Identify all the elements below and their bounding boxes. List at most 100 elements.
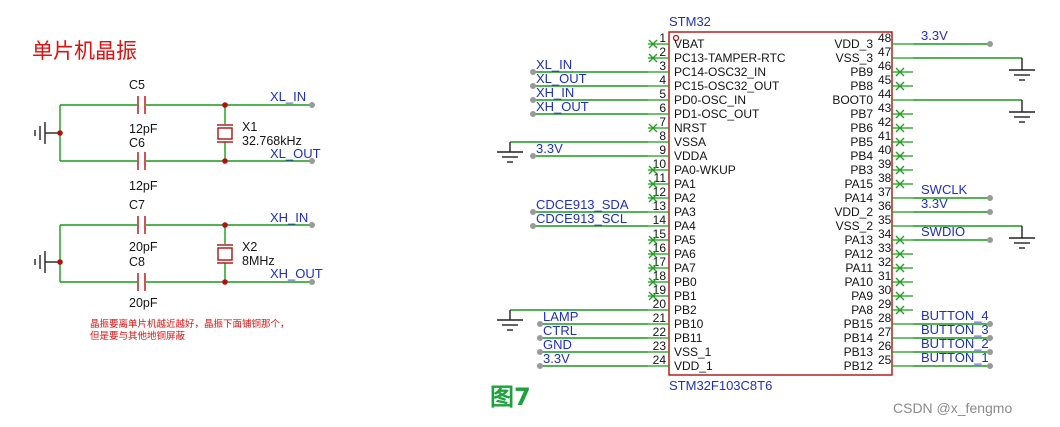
- net-chip-xh-in: XH_IN: [536, 85, 574, 100]
- pin-number: 3: [659, 59, 666, 73]
- c7-ref: C7: [129, 198, 145, 212]
- schematic-title: 单片机晶振: [32, 39, 137, 63]
- pin-name: PA13: [845, 233, 874, 247]
- chip-ref: STM32: [669, 14, 711, 29]
- net-label-xh-out: XH_OUT: [270, 266, 323, 281]
- pin-number: 41: [878, 129, 892, 143]
- chip-pin-left-7: 7 NRST: [648, 115, 707, 135]
- chip-pin-right-43: 43 PB7: [850, 101, 913, 121]
- pin-name: PB1: [674, 289, 697, 303]
- pin-name: PA5: [674, 233, 696, 247]
- figure-label: 图7: [490, 383, 531, 411]
- pin-name: NRST: [674, 121, 707, 135]
- net-chip-ctrl: CTRL: [543, 323, 577, 338]
- net-chip-button-2: BUTTON_2: [921, 336, 989, 351]
- c5-ref: C5: [129, 78, 145, 92]
- chip-body: [668, 31, 893, 376]
- pin-name: PB3: [850, 163, 873, 177]
- x1-ref: X1: [242, 120, 257, 134]
- pin-number: 28: [878, 311, 892, 325]
- pin-name: PA6: [674, 247, 696, 261]
- chip-pin-right-32: 32 PA11: [845, 255, 913, 275]
- net-chip-xl-out: XL_OUT: [536, 71, 587, 86]
- pin-name: PA15: [845, 177, 874, 191]
- oscillator-8m: C7 20pF C8 20pF X2 8MHz XH_IN XH_OUT: [34, 198, 323, 310]
- net-chip-scl: CDCE913_SCL: [536, 211, 627, 226]
- c8-ref: C8: [129, 255, 145, 269]
- chip-pin-right-29: 29 PA8: [851, 297, 913, 317]
- pin-number: 14: [653, 213, 667, 227]
- pin-number: 23: [653, 339, 667, 353]
- pin-number: 44: [878, 87, 892, 101]
- pin-name: PB9: [850, 65, 873, 79]
- net-chip-vdda: 3.3V: [536, 141, 563, 156]
- pin-number: 33: [878, 241, 892, 255]
- pin-number: 43: [878, 101, 892, 115]
- pin-number: 20: [653, 297, 667, 311]
- pin-name: PB12: [844, 359, 874, 373]
- pin-number: 42: [878, 115, 892, 129]
- pin-number: 7: [659, 115, 666, 129]
- chip-pin-left-23: 23 VSS_1: [648, 339, 712, 359]
- net-chip-vdd3: 3.3V: [921, 28, 948, 43]
- pin-number: 29: [878, 297, 892, 311]
- pin-name: PA0-WKUP: [674, 163, 736, 177]
- pin-name: PA10: [845, 275, 874, 289]
- x1-value: 32.768kHz: [242, 134, 302, 148]
- c7-value: 20pF: [129, 240, 158, 254]
- net-label-xh-in: XH_IN: [270, 210, 308, 225]
- pin-name: PA8: [851, 303, 873, 317]
- pin-number: 32: [878, 255, 892, 269]
- chip-pin-right-46: 46 PB9: [850, 59, 913, 79]
- pin-name: VDD_2: [834, 205, 873, 219]
- pin-name: PB2: [674, 303, 697, 317]
- pin-name: PB13: [844, 345, 874, 359]
- net-label-xl-out: XL_OUT: [270, 146, 321, 161]
- x2-ref: X2: [242, 240, 257, 254]
- pin-name: VSS_2: [836, 219, 874, 233]
- net-chip-swclk: SWCLK: [921, 182, 968, 197]
- pin-name: VDD_1: [674, 359, 713, 373]
- pin-number: 35: [878, 213, 892, 227]
- x2-value: 8MHz: [242, 254, 275, 268]
- net-chip-sda: CDCE913_SDA: [536, 197, 629, 212]
- pin-number: 6: [659, 101, 666, 115]
- c8-value: 20pF: [129, 296, 158, 310]
- pin-number: 40: [878, 143, 892, 157]
- pin-name: PD0-OSC_IN: [674, 93, 746, 107]
- pin-number: 26: [878, 339, 892, 353]
- pin-name: PB7: [850, 107, 873, 121]
- pin-name: PA1: [674, 177, 696, 191]
- pin-name: VSS_1: [674, 345, 712, 359]
- pin-name: PA7: [674, 261, 696, 275]
- net-chip-vdd2: 3.3V: [921, 196, 948, 211]
- pin-name: PB10: [674, 317, 704, 331]
- pin-number: 13: [653, 199, 667, 213]
- pin-number: 34: [878, 227, 892, 241]
- pin-name: PA11: [845, 261, 873, 275]
- pin-number: 46: [878, 59, 892, 73]
- pin-name: VSSA: [674, 135, 706, 149]
- pin-number: 30: [878, 283, 892, 297]
- pin-name: PA9: [851, 289, 873, 303]
- pin-number: 37: [878, 185, 892, 199]
- c5-value: 12pF: [129, 122, 158, 136]
- note-line-1: 晶振要离单片机越近越好，晶振下面铺铜那个，: [90, 318, 290, 330]
